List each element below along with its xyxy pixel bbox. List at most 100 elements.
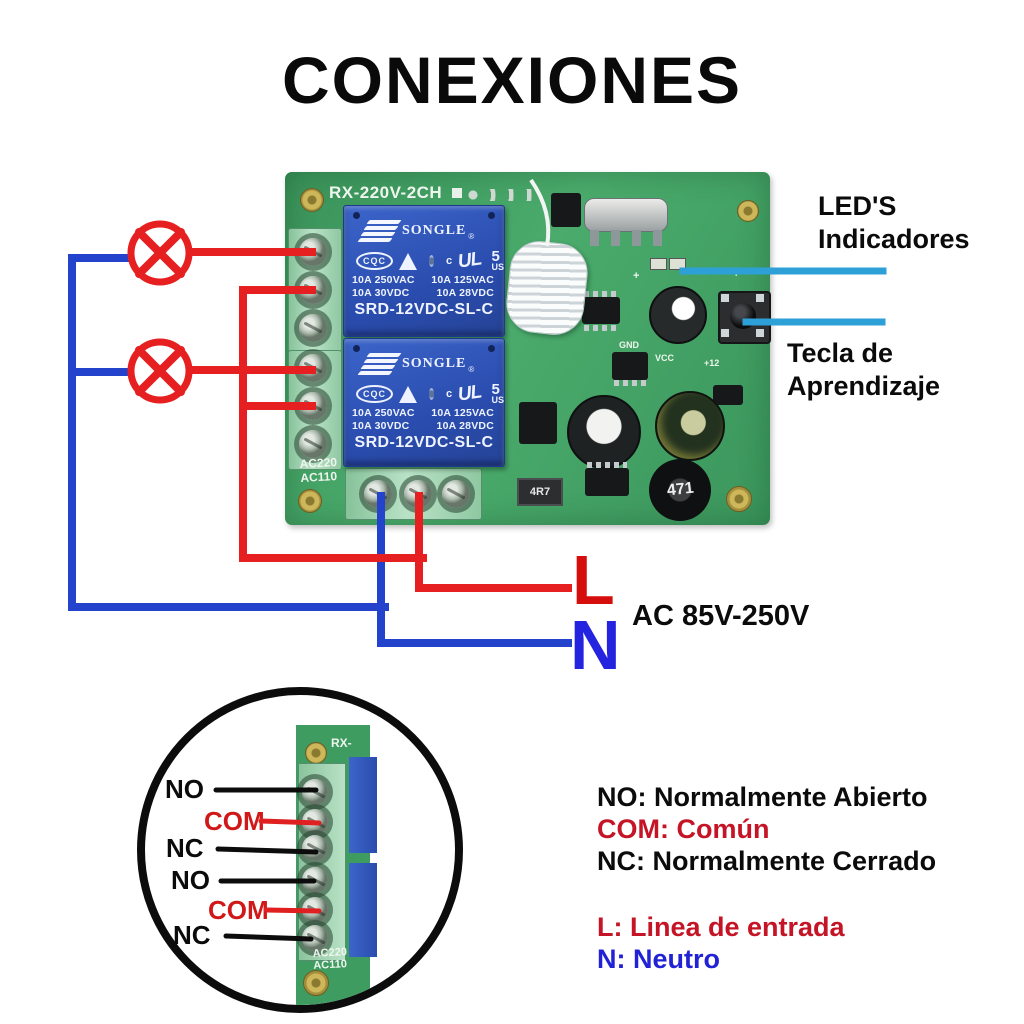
button-pin [721, 294, 729, 302]
songle-logo-icon [357, 218, 402, 244]
ic-pins [584, 291, 620, 297]
inset-silkscreen-model: RX- [331, 736, 352, 750]
mounting-hole [300, 188, 324, 212]
relay-brand: SONGLE [402, 223, 467, 238]
relay-model: SRD-12VDC-SL-C [354, 434, 494, 451]
pcb-ac-silkscreen: AC220 AC110 [299, 455, 338, 485]
terminal-screw-nc2 [299, 430, 327, 458]
resonator-legs [590, 230, 662, 246]
inset-label-nc1: NC [166, 833, 204, 863]
inset-ac-silkscreen: AC220 AC110 [312, 946, 348, 972]
ul-c-mark: c [446, 255, 453, 267]
relay-model: SRD-12VDC-SL-C [354, 301, 494, 318]
relay-rating-row1: 10A 250VAC 10A 125VAC [352, 274, 494, 286]
plus-silkscreen: + [733, 268, 740, 280]
legend-l: L: Linea de entrada [597, 912, 845, 942]
legend-com: COM: Común [597, 814, 770, 844]
terminal-screw-ac-n [364, 480, 392, 508]
relay-brand: SONGLE [402, 356, 467, 371]
inset-label-com1: COM [204, 806, 265, 836]
inset-label-no1: NO [165, 774, 204, 804]
plus12-silkscreen: +12 [704, 358, 720, 368]
indicator-led-2 [669, 258, 686, 270]
ic-pins [584, 325, 620, 331]
mounting-hole [305, 742, 327, 764]
cqc-cert-mark: CQC [356, 385, 393, 403]
button-pin [721, 329, 729, 337]
bridge-rectifier [519, 402, 557, 444]
legend-no: NO: Normalmente Abierto [597, 782, 928, 812]
vent-hole-icon [429, 255, 435, 267]
toroid-inductor: 471 [649, 459, 711, 521]
ul-logo: UL [456, 248, 483, 273]
coil-antenna [503, 238, 591, 338]
button-pin [756, 294, 764, 302]
indicator-led-1 [650, 258, 667, 270]
resistor-value: 4R7 [529, 486, 551, 498]
mounting-hole [303, 970, 329, 996]
pcb-silkscreen-model: RX-220V-2CH [329, 183, 443, 202]
live-letter: L [572, 541, 615, 619]
soic8-ic [585, 468, 629, 496]
relay-rating-row2: 10A 30VDC 10A 28VDC [352, 287, 494, 299]
neutral-letter: N [570, 606, 621, 684]
triangle-cert-icon [399, 385, 417, 403]
magnified-screw-no1 [302, 779, 328, 805]
power-resistor: 4R7 [517, 478, 563, 506]
magnified-relay-edge-2 [349, 863, 377, 957]
inset-label-nc2: NC [173, 920, 211, 950]
terminal-screw-com1 [299, 276, 327, 304]
terminal-screw-nc1 [299, 314, 327, 342]
soic8-ic [582, 297, 620, 324]
registered-mark: ® [468, 231, 475, 241]
vent-hole-icon [429, 388, 435, 400]
lamp-symbol-1 [127, 220, 193, 286]
magnified-screw-com2 [302, 897, 328, 923]
relay-brand-row: SONGLE ® [357, 218, 504, 244]
terminal-screw-no1 [299, 238, 327, 266]
mounting-hole [726, 486, 752, 512]
inset-label-no2: NO [171, 865, 210, 895]
legend-nc: NC: Normalmente Cerrado [597, 846, 937, 876]
relay-rating-row1: 10A 250VAC 10A 125VAC [352, 407, 494, 419]
vcc-silkscreen: VCC [655, 353, 675, 363]
solder-pads-row [467, 189, 537, 201]
magnified-screw-nc1 [302, 835, 328, 861]
transistor-chip [551, 193, 581, 227]
magnified-relay-edge-1 [349, 757, 377, 853]
terminal-screw-com2 [299, 392, 327, 420]
terminal-screw-no2 [299, 354, 327, 382]
inset-label-com2: COM [208, 895, 269, 925]
triangle-cert-icon [399, 252, 417, 270]
lamp-symbol-2 [127, 338, 193, 404]
capacitor-yellow [655, 391, 725, 461]
magnified-screw-com1 [302, 809, 328, 835]
ul-logo: UL [456, 381, 483, 406]
electrolytic-capacitor-small [649, 286, 707, 344]
electrolytic-capacitor-big [567, 395, 641, 469]
terminal-screw-ac-spare [442, 480, 470, 508]
cqc-cert-mark: CQC [356, 252, 393, 270]
gnd-silkscreen: GND [619, 340, 639, 350]
button-pin [756, 329, 764, 337]
terminal-screw-ac-l [404, 480, 432, 508]
ac-range-label: AC 85V-250V [632, 600, 810, 632]
ul-c-mark: c [446, 388, 453, 400]
mounting-hole [737, 200, 759, 222]
learning-button-callout: Tecla de Aprendizaje [787, 338, 941, 401]
learning-button-cap [730, 303, 756, 329]
inductor-value: 471 [665, 479, 695, 500]
magnified-screw-no2 [302, 867, 328, 893]
leds-callout: LED'S Indicadores [818, 191, 970, 254]
songle-logo-icon [357, 351, 402, 377]
regulator [612, 352, 648, 380]
mounting-hole [298, 489, 322, 513]
relay-brand-row: SONGLE ® [357, 351, 504, 377]
